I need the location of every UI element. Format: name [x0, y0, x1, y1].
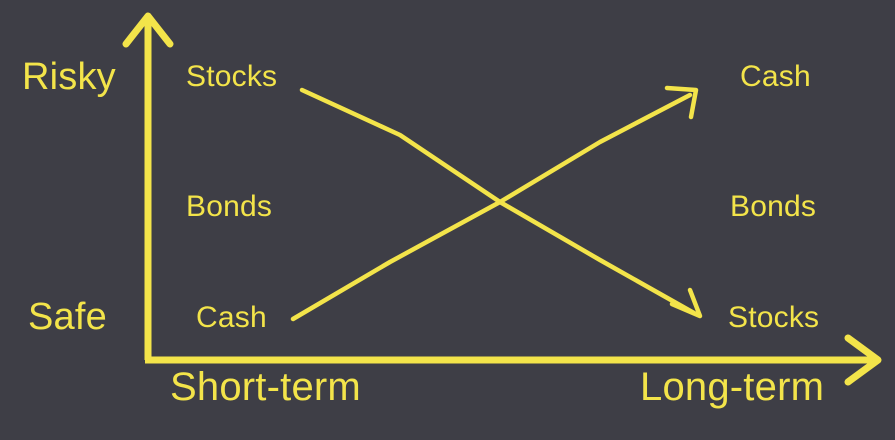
- y-axis-arrowhead-icon: [122, 12, 174, 48]
- x-axis: [145, 334, 882, 386]
- long-term-asset-stocks: Stocks: [728, 301, 820, 334]
- cash-ascending-arrowhead-icon: [664, 85, 699, 120]
- y-axis-bottom-label: Safe: [28, 296, 107, 338]
- short-term-asset-cash: Cash: [196, 301, 267, 334]
- short-term-asset-stocks: Stocks: [186, 60, 278, 93]
- x-axis-arrowhead-icon: [844, 334, 882, 386]
- x-axis-left-label: Short-term: [170, 365, 361, 409]
- x-axis-right-label: Long-term: [640, 365, 825, 409]
- y-axis: [122, 12, 174, 360]
- short-term-asset-bonds: Bonds: [186, 190, 273, 223]
- cash-ascending-arrow: [290, 85, 699, 322]
- long-term-asset-cash: Cash: [740, 60, 811, 93]
- cash-ascending-line: [290, 92, 693, 322]
- stocks-descending-arrowhead-icon: [669, 287, 703, 319]
- long-term-asset-bonds: Bonds: [730, 190, 817, 223]
- y-axis-top-label: Risky: [22, 56, 116, 98]
